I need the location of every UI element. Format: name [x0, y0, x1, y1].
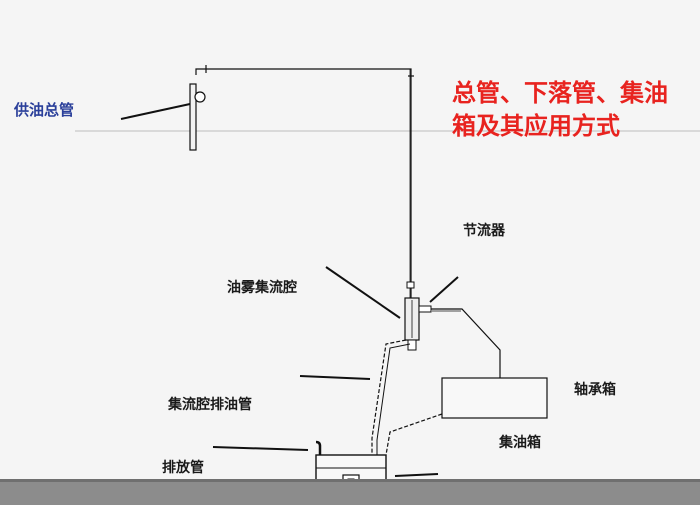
drop-pipe-fitting: [406, 281, 415, 289]
tank-pointer-arrow: [394, 473, 439, 477]
throttle-pointer-arrow: [429, 276, 459, 303]
discharge-pipe: [315, 440, 322, 455]
diagram-title: 总管、下落管、集油 箱及其应用方式: [452, 77, 668, 143]
supply-pointer-arrow: [120, 103, 191, 120]
label-chamber-drain-pipe: 集流腔排油管: [168, 397, 252, 413]
floor: [0, 479, 700, 505]
supply-valve-icon: [194, 91, 206, 103]
label-oil-tank: 集油箱: [499, 435, 541, 451]
title-line-2: 箱及其应用方式: [452, 112, 620, 140]
bearing-feed-line: [431, 308, 501, 378]
label-mist-chamber: 油雾集流腔: [227, 280, 297, 296]
bearing-box: [441, 377, 548, 419]
label-bearing-box: 轴承箱: [574, 382, 616, 398]
label-supply-main: 供油总管: [14, 101, 75, 119]
mist-pointer-arrow: [325, 266, 401, 319]
chamber-drain-pipe: [371, 339, 407, 455]
label-discharge-pipe: 排放管: [162, 460, 204, 476]
drain-pointer-arrow: [299, 375, 371, 380]
bearing-return-line: [385, 413, 443, 456]
label-throttle: 节流器: [463, 223, 505, 239]
supply-main-pipe: [189, 83, 197, 151]
throttle-body: [418, 305, 432, 313]
drop-pipe: [195, 68, 412, 300]
title-line-1: 总管、下落管、集油: [452, 79, 668, 107]
discharge-pointer-arrow: [212, 446, 309, 451]
